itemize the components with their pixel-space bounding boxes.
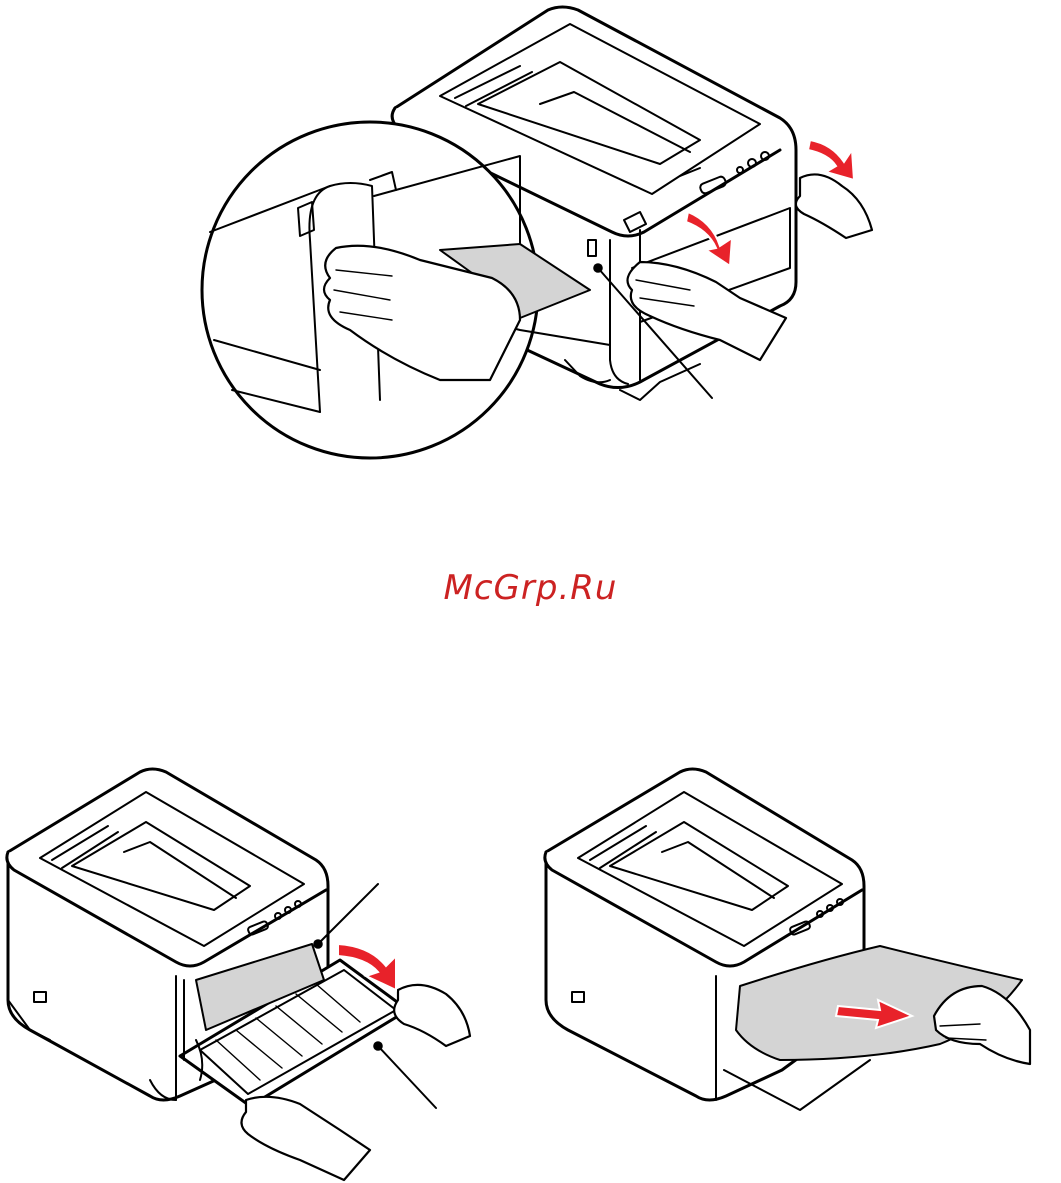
jammed-paper — [196, 944, 324, 1030]
exiting-paper — [736, 946, 1022, 1060]
hand-upper — [394, 985, 470, 1046]
figure-top — [0, 0, 1061, 470]
hand-pulling — [934, 986, 1030, 1064]
red-arrow-icon — [338, 944, 396, 990]
hand-lower — [241, 1097, 370, 1180]
printer-body-paper-exit — [545, 769, 870, 1110]
open-front-cover — [180, 960, 408, 1106]
hand-side — [796, 174, 872, 238]
red-arrow-icon — [836, 1000, 912, 1028]
watermark-text: McGrp.Ru — [0, 568, 1061, 608]
printer-body-open-front — [7, 769, 328, 1100]
